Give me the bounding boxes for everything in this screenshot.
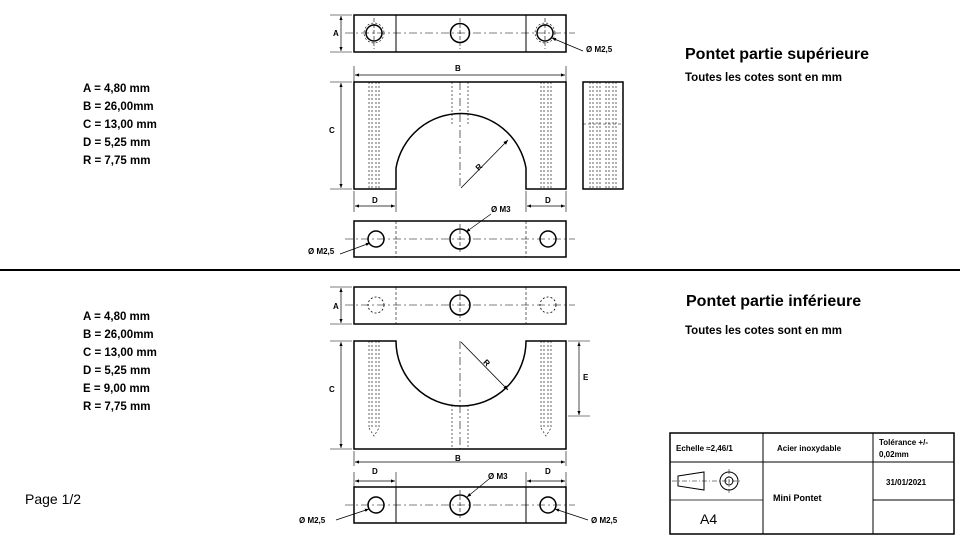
dim-label-d-left: D [372, 467, 378, 476]
dimension-list-bottom: A = 4,80 mm B = 26,00mm C = 13,00 mm D =… [83, 308, 157, 416]
section-subtitle-top: Toutes les cotes sont en mm [685, 72, 842, 84]
dimension-r: R = 7,75 mm [83, 155, 151, 167]
bottom-view-lower [335, 472, 589, 524]
dimension-b: B = 26,00mm [83, 101, 154, 113]
dim-label-b: B [455, 64, 461, 73]
hole-label-m25-right: Ø M2,5 [591, 516, 618, 525]
page-number: Page 1/2 [25, 491, 82, 507]
dimension-c: C = 13,00 mm [83, 119, 157, 131]
dim-label-r: R [481, 358, 492, 369]
dimension-a: A = 4,80 mm [83, 83, 151, 95]
front-view-lower [330, 340, 590, 466]
bottom-view-upper [339, 213, 575, 258]
format-label: A4 [700, 511, 717, 527]
tolerance-label-1: Tolérance +/- [879, 438, 928, 447]
hole-label-m25-left: Ø M2,5 [299, 516, 326, 525]
title-block [669, 432, 955, 535]
dimension-d: D = 5,25 mm [83, 365, 151, 377]
dimension-r: R = 7,75 mm [83, 401, 151, 413]
front-view-upper [330, 66, 567, 212]
dim-label-c: C [329, 385, 335, 394]
hole-label-m25-left: Ø M2,5 [308, 247, 335, 256]
side-view-upper [582, 81, 624, 190]
hole-label-m25: Ø M2,5 [586, 45, 613, 54]
projection-symbol-icon [672, 469, 742, 493]
date-label: 31/01/2021 [886, 478, 927, 487]
dim-label-e: E [583, 373, 589, 382]
dimension-list-top: A = 4,80 mm B = 26,00mm C = 13,00 mm D =… [83, 80, 157, 170]
hole-label-m3: Ø M3 [491, 205, 511, 214]
dimension-b: B = 26,00mm [83, 329, 154, 341]
material-label: Acier inoxydable [777, 444, 842, 453]
section-subtitle-bottom: Toutes les cotes sont en mm [685, 325, 842, 337]
part-name-label: Mini Pontet [773, 493, 822, 503]
dim-label-d-right: D [545, 467, 551, 476]
top-view-lower [330, 286, 575, 325]
dim-label-d-left: D [372, 196, 378, 205]
scale-label: Echelle ≈2,46/1 [676, 444, 733, 453]
dim-label-b: B [455, 454, 461, 463]
dim-label-c: C [329, 126, 335, 135]
dim-label-r: R [474, 162, 485, 173]
dimension-a: A = 4,80 mm [83, 311, 151, 323]
dim-label-a: A [333, 302, 339, 311]
dimension-d: D = 5,25 mm [83, 137, 151, 149]
section-title-top: Pontet partie supérieure [685, 46, 870, 63]
dimension-e: E = 9,00 mm [83, 383, 150, 395]
tolerance-label-2: 0,02mm [879, 450, 909, 459]
section-title-bottom: Pontet partie inférieure [686, 293, 862, 310]
hole-label-m3: Ø M3 [488, 472, 508, 481]
top-view-upper [330, 14, 584, 53]
dim-label-a: A [333, 29, 339, 38]
dimension-c: C = 13,00 mm [83, 347, 157, 359]
dim-label-d-right: D [545, 196, 551, 205]
